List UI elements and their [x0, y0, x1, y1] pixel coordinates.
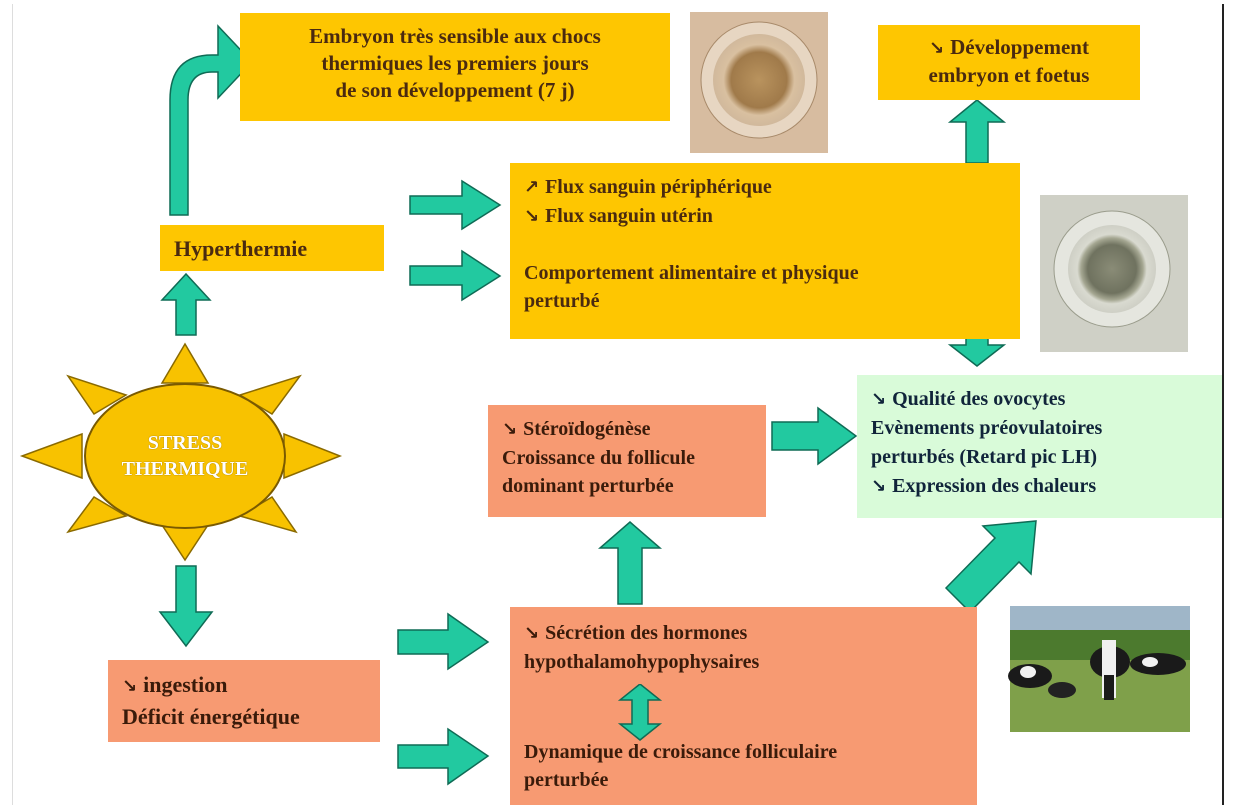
arrow-right-flux-1 — [409, 179, 502, 231]
sun-ray — [66, 496, 128, 534]
qualite-line2: Evènements préovulatoires — [871, 417, 1103, 439]
stress-thermique-label: STRESS THERMIQUE — [90, 384, 280, 528]
decrease-arrow-icon: ↘ — [524, 623, 540, 644]
embryon-box: Embryon très sensible aux chocs thermiqu… — [240, 13, 670, 121]
steroid-box: ↘Stéroïdogénèse Croissance du follicule … — [488, 405, 766, 517]
flux-line1: ↗Flux sanguin périphérique — [524, 176, 772, 198]
embryon-line1: Embryon très sensible aux chocs — [309, 24, 601, 48]
arrow-diagonal-qualite — [944, 520, 1037, 614]
arrow-up-hyperthermie — [160, 272, 212, 336]
arrow-right-secretion-2 — [397, 727, 490, 786]
flux-line4: perturbé — [524, 290, 600, 312]
qualite-line1: ↘Qualité des ovocytes — [871, 388, 1066, 410]
ingestion-line1: ↘ingestion — [122, 672, 228, 697]
steroid-line1: ↘Stéroïdogénèse — [502, 418, 651, 440]
sun-ray — [19, 432, 83, 480]
embryo-photo — [690, 12, 828, 153]
arrow-right-flux-2 — [409, 249, 502, 302]
arrow-up-developpement — [947, 99, 1007, 164]
arrow-down-ingestion — [158, 565, 214, 648]
sun-core — [84, 383, 286, 529]
decrease-arrow-icon: ↘ — [929, 38, 945, 59]
steroid-line3: dominant perturbée — [502, 475, 674, 497]
embryon-line2: thermiques les premiers jours — [321, 51, 589, 75]
sun-ray — [283, 432, 343, 480]
sun-icon — [19, 342, 343, 562]
decrease-arrow-icon: ↘ — [524, 206, 540, 227]
secretion-line4: perturbée — [524, 769, 609, 791]
figure-frame — [12, 4, 1224, 805]
developpement-line1: ↘Développement — [929, 35, 1089, 59]
qualite-line3: perturbés (Retard pic LH) — [871, 446, 1098, 468]
sun-label-line2: THERMIQUE — [121, 458, 249, 480]
sun-ray — [160, 524, 210, 562]
oocyte-photo — [1040, 195, 1188, 352]
increase-arrow-icon: ↗ — [524, 177, 540, 198]
sun-label-line1: STRESS — [147, 432, 223, 454]
sun-ray — [66, 374, 128, 416]
secretion-line1: ↘Sécrétion des hormones — [524, 622, 748, 644]
decrease-arrow-icon: ↘ — [502, 419, 518, 440]
secretion-box: ↘Sécrétion des hormones hypothalamohypop… — [510, 607, 977, 805]
cows-photo — [1008, 606, 1190, 732]
hyperthermie-box: Hyperthermie — [160, 225, 384, 271]
steroid-line2: Croissance du follicule — [502, 447, 695, 469]
double-arrow-overlay — [617, 684, 663, 741]
embryon-line3: de son développement (7 j) — [335, 78, 575, 102]
ingestion-line2: Déficit énergétique — [122, 704, 300, 729]
decrease-arrow-icon: ↘ — [871, 476, 887, 497]
arrow-up-steroid — [597, 521, 663, 605]
hyperthermie-label: Hyperthermie — [174, 236, 308, 261]
sun-ray — [160, 342, 210, 384]
developpement-box: ↘Développement embryon et foetus — [878, 25, 1140, 100]
qualite-box: ↘Qualité des ovocytes Evènements préovul… — [857, 375, 1222, 518]
arrow-right-secretion-1 — [397, 612, 490, 671]
qualite-line4: ↘Expression des chaleurs — [871, 475, 1097, 497]
developpement-line2: embryon et foetus — [928, 63, 1090, 87]
flux-box: ↗Flux sanguin périphérique ↘Flux sanguin… — [510, 163, 1020, 339]
secretion-line3: Dynamique de croissance folliculaire — [524, 741, 838, 763]
arrow-right-qualite — [771, 406, 858, 466]
flux-line3: Comportement alimentaire et physique — [524, 262, 859, 284]
secretion-line2: hypothalamohypophysaires — [524, 651, 760, 673]
decrease-arrow-icon: ↘ — [871, 389, 887, 410]
decrease-arrow-icon: ↘ — [122, 676, 138, 697]
flux-line2: ↘Flux sanguin utérin — [524, 205, 713, 227]
ingestion-box: ↘ingestion Déficit énergétique — [108, 660, 380, 742]
